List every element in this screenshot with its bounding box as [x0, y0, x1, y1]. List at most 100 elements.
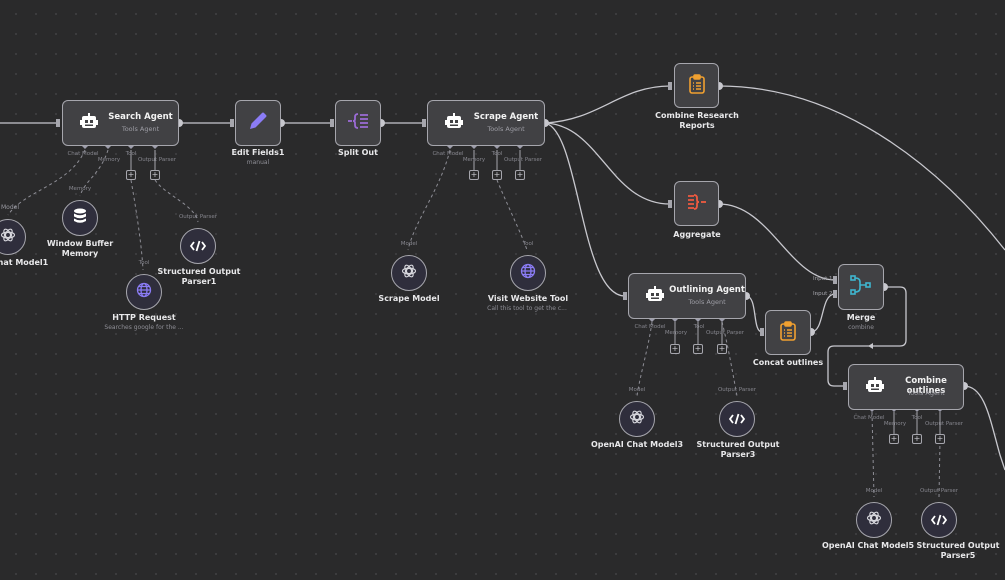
input-2-label: Input 2 [813, 291, 833, 297]
port-label-output-parser: Output Parser [705, 330, 745, 336]
node-title: Aggregate [673, 230, 721, 239]
openai-icon [401, 263, 417, 283]
robot-icon [80, 113, 98, 134]
port-label-memory: Memory [68, 186, 92, 192]
title-line-1: Structured Output [916, 541, 1000, 550]
add-output-parser-button[interactable]: + [150, 170, 160, 180]
node-subtitle: Tools Agent [121, 125, 160, 133]
visit-website-tool-node[interactable] [510, 255, 546, 291]
concat-outlines-node[interactable] [765, 310, 811, 355]
port-label-tool: Tool [522, 241, 534, 247]
title-line-1: Combine Research [655, 111, 739, 120]
database-icon [73, 208, 87, 228]
structured-output-parser3-node[interactable] [719, 401, 755, 437]
port-label-memory: Memory [883, 421, 907, 427]
scrape-agent-node[interactable]: Scrape Agent Tools Agent [427, 100, 545, 146]
window-buffer-memory-node[interactable] [62, 200, 98, 236]
title-line-1: Structured Output [696, 440, 780, 449]
edge-merge-to-combine-outlines [827, 286, 907, 387]
globe-icon [520, 263, 536, 283]
robot-icon [646, 286, 664, 307]
merge-icon [850, 275, 872, 299]
search-agent-node[interactable]: Search Agent Tools Agent [62, 100, 179, 146]
port-label-model: Model [865, 488, 883, 494]
node-subtitle: Searches google for the ... [104, 324, 184, 331]
aggregate-icon [687, 193, 707, 215]
edge-concat-to-merge [810, 293, 836, 333]
node-title: OpenAI Chat Model3 [590, 440, 684, 449]
node-title: Concat outlines [752, 358, 824, 367]
port-label-output-parser: Output Parser [503, 157, 543, 163]
port-label-model: Model [400, 241, 418, 247]
structured-output-parser5-node[interactable] [921, 502, 957, 538]
clipboard-icon [780, 320, 796, 345]
node-title: Scrape Model [378, 294, 440, 303]
edge-combine-to-right [718, 85, 1005, 251]
port-label-memory: Memory [97, 157, 121, 163]
port-label-output-parser: Output Parser [919, 488, 959, 494]
add-tool-button[interactable]: + [126, 170, 136, 180]
port-label-tool: Tool [125, 151, 137, 157]
port-label-chat-model: Chat Model [853, 415, 885, 421]
node-subtitle: manual [246, 159, 270, 166]
node-title: OpenAI Chat Model5 [821, 541, 915, 550]
node-subtitle: Tools Agent [688, 298, 726, 306]
port-label-tool: Tool [911, 415, 923, 421]
port-label-chat-model: Chat Model [634, 324, 666, 330]
http-request-node[interactable] [126, 274, 162, 310]
openai-chat-model3-node[interactable] [619, 401, 655, 437]
openai-icon [0, 227, 16, 247]
structured-output-parser1-node[interactable] [180, 228, 216, 264]
edit-fields-node[interactable] [235, 100, 281, 146]
openai-chat-model5-node[interactable] [856, 502, 892, 538]
port-label-tool: Tool [693, 324, 705, 330]
node-subtitle: Tools Agent [487, 125, 525, 133]
port-label-tool: Tool [138, 260, 150, 266]
port-label-memory: Memory [664, 330, 688, 336]
split-out-node[interactable] [335, 100, 381, 146]
node-subtitle: combine [848, 324, 874, 331]
add-output-parser-button[interactable]: + [935, 434, 945, 444]
add-tool-button[interactable]: + [693, 344, 703, 354]
port-label-model: Model [628, 387, 646, 393]
edge-scrape-to-combine [544, 85, 671, 124]
node-subtitle: Call this tool to get the c... [487, 305, 567, 312]
outlining-agent-node[interactable]: Outlining Agent Tools Agent [628, 273, 746, 319]
edge-outlining-to-concat [745, 295, 763, 333]
port-label-output-parser: Output Parser [137, 157, 177, 163]
merge-node[interactable] [838, 264, 884, 310]
port-label-tool: Tool [491, 151, 503, 157]
title-line-2: Parser3 [720, 450, 756, 459]
node-title: Chat Model1 [0, 258, 49, 267]
aggregate-node[interactable] [674, 181, 719, 226]
edge-aggregate-to-merge [718, 203, 836, 281]
add-memory-button[interactable]: + [889, 434, 899, 444]
node-subtitle: Tools Agent [907, 389, 945, 397]
openai-icon [866, 510, 882, 530]
port-label-output-parser: Output Parser [178, 214, 218, 220]
add-output-parser-button[interactable]: + [717, 344, 727, 354]
combine-research-reports-node[interactable] [674, 63, 719, 108]
code-icon [930, 511, 948, 530]
split-out-icon [347, 112, 369, 134]
port-label-output-parser: Output Parser [924, 421, 964, 427]
openai-icon [629, 409, 645, 429]
node-title: Scrape Agent [473, 112, 539, 122]
title-line-1: Structured Output [157, 267, 241, 276]
combine-outlines-node[interactable]: Combine outlines Tools Agent [848, 364, 964, 410]
add-tool-button[interactable]: + [912, 434, 922, 444]
title-line-2: Parser5 [940, 551, 976, 560]
port-label-chat-model: Chat Model [67, 151, 99, 157]
node-title: Search Agent [108, 112, 173, 122]
robot-icon [866, 377, 884, 398]
scrape-model-node[interactable] [391, 255, 427, 291]
add-memory-button[interactable]: + [469, 170, 479, 180]
add-memory-button[interactable]: + [670, 344, 680, 354]
add-output-parser-button[interactable]: + [515, 170, 525, 180]
add-tool-button[interactable]: + [492, 170, 502, 180]
node-title: Split Out [338, 148, 378, 157]
edge-combine-outlines-out [963, 385, 1005, 471]
